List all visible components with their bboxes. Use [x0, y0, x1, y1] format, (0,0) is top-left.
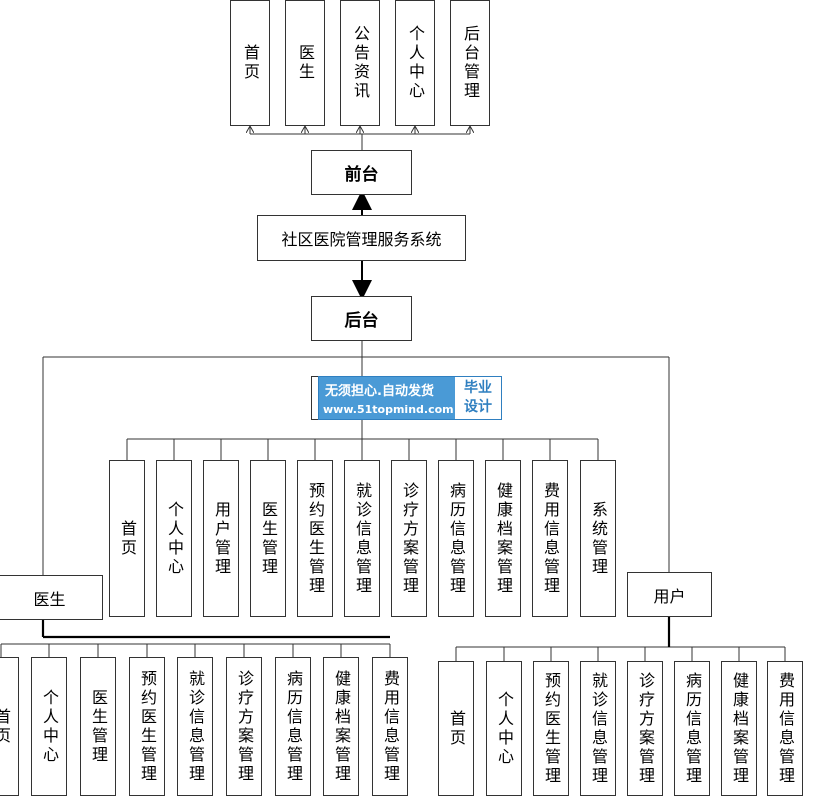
watermark-badge: 毕业 设计 [455, 377, 501, 419]
watermark-badge-bottom: 设计 [464, 399, 492, 415]
admin-module-system-management: 系统管理 [580, 460, 616, 617]
user-module-home: 首页 [438, 661, 474, 796]
doctor-module-personal-center: 个人中心 [31, 657, 67, 796]
doctor-module-treatment-plan-management: 诊疗方案管理 [226, 657, 262, 796]
doctor-module-visit-info-management: 就诊信息管理 [177, 657, 213, 796]
admin-module-visit-info-management: 就诊信息管理 [344, 460, 380, 617]
user-module-health-file-management: 健康档案管理 [721, 661, 757, 796]
frontend-module-doctor: 医生 [285, 0, 325, 126]
admin-module-fee-management: 费用信息管理 [532, 460, 568, 617]
user-module-fee-management: 费用信息管理 [767, 661, 803, 796]
doctor-role-node: 医生 [0, 575, 103, 620]
admin-module-health-file-management: 健康档案管理 [485, 460, 521, 617]
user-module-medical-record-management: 病历信息管理 [674, 661, 710, 796]
user-module-personal-center: 个人中心 [486, 661, 522, 796]
watermark-banner: 无须担心.自动发货 www.51topmind.com 毕业 设计 [318, 376, 502, 420]
frontend-module-backend-admin: 后台管理 [450, 0, 490, 126]
admin-module-home: 首页 [109, 460, 145, 617]
doctor-module-health-file-management: 健康档案管理 [323, 657, 359, 796]
user-role-node: 用户 [627, 572, 712, 617]
user-module-appointment-management: 预约医生管理 [533, 661, 569, 796]
user-module-treatment-plan-management: 诊疗方案管理 [627, 661, 663, 796]
admin-module-personal-center: 个人中心 [156, 460, 192, 617]
doctor-module-appointment-management: 预约医生管理 [129, 657, 165, 796]
backend-node: 后台 [311, 296, 412, 341]
frontend-node: 前台 [311, 150, 412, 195]
doctor-module-medical-record-management: 病历信息管理 [275, 657, 311, 796]
admin-module-doctor-management: 医生管理 [250, 460, 286, 617]
doctor-module-home: 首页 [0, 657, 19, 796]
frontend-module-home: 首页 [230, 0, 270, 126]
watermark-slogan: 无须担心.自动发货 [325, 384, 434, 399]
doctor-module-fee-management: 费用信息管理 [372, 657, 408, 796]
watermark-badge-top: 毕业 [464, 380, 492, 396]
frontend-module-personal-center: 个人中心 [395, 0, 435, 126]
admin-module-user-management: 用户管理 [203, 460, 239, 617]
watermark-url: www.51topmind.com [323, 403, 454, 416]
admin-module-treatment-plan-management: 诊疗方案管理 [391, 460, 427, 617]
doctor-module-doctor-management: 医生管理 [80, 657, 116, 796]
admin-module-appointment-management: 预约医生管理 [297, 460, 333, 617]
user-module-visit-info-management: 就诊信息管理 [580, 661, 616, 796]
system-title-node: 社区医院管理服务系统 [257, 215, 466, 261]
admin-module-medical-record-management: 病历信息管理 [438, 460, 474, 617]
frontend-module-news: 公告资讯 [340, 0, 380, 126]
